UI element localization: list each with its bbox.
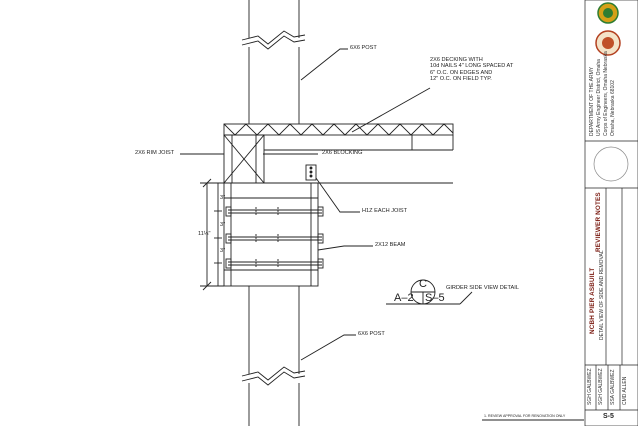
bubble-detail-letter: C	[419, 278, 427, 290]
tb-name-1: SGH GALBWEZ	[587, 368, 593, 405]
bolts	[225, 206, 324, 269]
dimension-total: 11¼"	[198, 231, 211, 237]
tb-name-3: SSA GALBWEZ	[610, 369, 616, 405]
dimension-lines	[200, 178, 224, 291]
label-post-top: 6X6 POST	[350, 45, 377, 51]
tb-org-line-3: Corps of Engineers, Omaha Nebraska	[603, 51, 609, 136]
district-seal	[595, 30, 621, 56]
tb-name-2: SGH GALBWEZ	[598, 368, 604, 405]
dimension-3in-b: 3"	[220, 222, 226, 228]
label-blocking: 2X6 BLOCKING	[322, 150, 363, 156]
label-rim-joist: 2X6 RIM JOIST	[135, 150, 175, 156]
dimension-3in-a: 3"	[220, 195, 226, 201]
tb-sheet-number: S-5	[603, 413, 614, 420]
section-bubble	[386, 279, 473, 305]
tb-org-line-1: DEPARTMENT OF THE ARMY	[589, 66, 595, 136]
dimension-3in-c: 3"	[220, 248, 226, 254]
decking	[223, 123, 454, 150]
bubble-sheet-ref-right: S–5	[425, 292, 445, 304]
rim-joist	[180, 134, 265, 184]
lower-post	[241, 286, 306, 426]
army-logo	[597, 2, 619, 24]
tb-org-line-4: Omaha, Nebraska 68102	[610, 80, 616, 136]
hanger-strap	[305, 164, 317, 181]
tb-sheet-title: DETAIL VIEW OF SIDE AND REMOVAL	[599, 250, 605, 340]
tb-org-line-2: US Army Engineer District, Omaha	[596, 59, 602, 136]
view-title: GIRDER SIDE VIEW DETAIL	[446, 285, 519, 291]
label-decking-note: 2X6 DECKING WITH 10d NAILS 4" LONG SPACE…	[430, 57, 514, 83]
bubble-sheet-ref-left: A–2	[394, 292, 414, 304]
beam	[223, 182, 319, 287]
label-h1z: H1Z EACH JOIST	[362, 208, 408, 214]
footer-note: 1. REVIEW APPROVAL FOR RENOVATION ONLY	[484, 414, 566, 418]
label-beam: 2X12 BEAM	[375, 242, 406, 248]
tb-project: NCBH PIER ASBUILT	[589, 267, 596, 334]
tb-name-4: CMD ALLEN	[622, 376, 628, 405]
leader-lines	[263, 48, 431, 361]
title-block	[584, 0, 638, 426]
upper-post	[241, 0, 306, 124]
label-post-bottom: 6X6 POST	[358, 331, 385, 337]
tb-sheet-type: REVIEWER NOTES	[595, 192, 602, 252]
